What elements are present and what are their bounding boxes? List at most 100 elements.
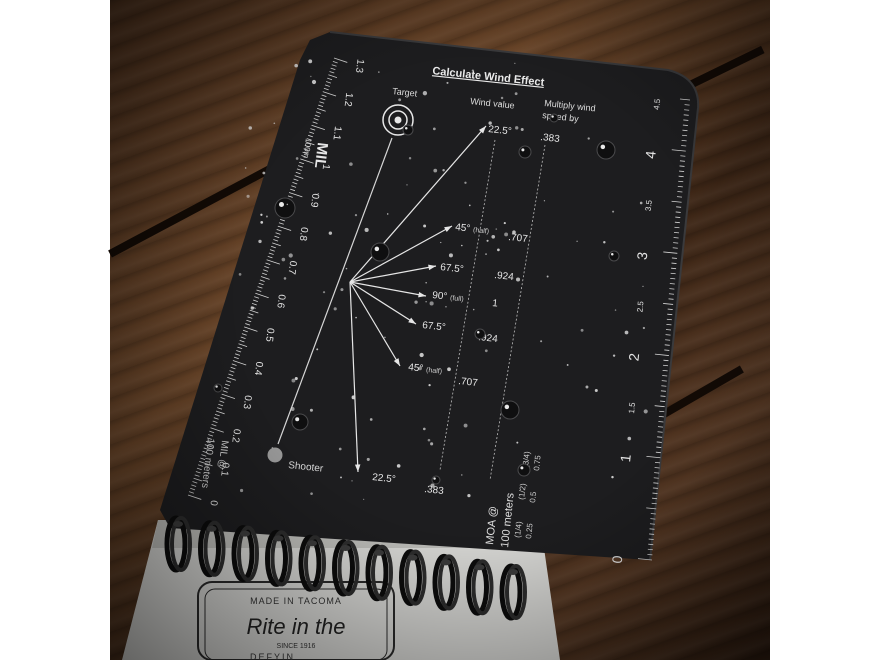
- mil-label: 0.9: [308, 193, 321, 209]
- water-speck: [398, 98, 402, 102]
- water-speck: [422, 91, 428, 96]
- water-speck: [262, 171, 266, 175]
- wind-card: [160, 31, 700, 561]
- water-speck: [445, 305, 447, 308]
- water-speck: [425, 282, 427, 284]
- water-speck: [504, 232, 509, 237]
- water-speck: [642, 285, 644, 288]
- water-speck: [338, 447, 342, 451]
- water-speck: [271, 446, 274, 449]
- water-speck: [423, 224, 427, 228]
- moa-tick: [678, 180, 684, 183]
- moa-tick: [682, 134, 688, 137]
- moa-tick: [683, 119, 689, 121]
- water-speck: [512, 230, 516, 235]
- moa-tick: [656, 446, 662, 448]
- water-speck: [642, 326, 646, 330]
- water-speck: [290, 406, 295, 412]
- moa-tick: [665, 339, 671, 341]
- moa-tick: [654, 467, 660, 469]
- water-speck: [419, 352, 424, 358]
- wind-factor: .707: [458, 376, 479, 389]
- moa-tick: [660, 400, 666, 402]
- water-speck: [258, 239, 262, 244]
- badge-since: SINCE 1916: [277, 643, 316, 650]
- water-speck: [340, 476, 342, 479]
- mil-label: 1.3: [353, 58, 366, 74]
- water-speck: [432, 127, 436, 131]
- moa-tick: [654, 472, 660, 474]
- mil-label: 0.5: [263, 327, 276, 343]
- moa-tick: [665, 329, 672, 331]
- water-speck: [488, 121, 492, 125]
- water-speck: [239, 488, 244, 493]
- moa-tick: [652, 487, 658, 489]
- moa-tick: [673, 237, 679, 239]
- moa-tick: [663, 364, 669, 367]
- water-speck: [499, 103, 501, 105]
- moa-tick: [679, 170, 685, 172]
- moa-fraction-1: (1/4): [513, 521, 524, 539]
- water-speck: [614, 309, 617, 311]
- wind-note: (full): [450, 295, 464, 303]
- moa-tick: [647, 553, 653, 556]
- water-speck: [384, 336, 386, 339]
- water-speck: [461, 244, 463, 247]
- moa-tick: [663, 359, 669, 362]
- water-speck: [540, 340, 543, 343]
- water-speck: [516, 441, 519, 444]
- water-speck: [571, 119, 573, 121]
- water-speck: [515, 126, 519, 130]
- moa-decimal-1: 0.25: [524, 522, 535, 539]
- water-speck: [246, 194, 250, 198]
- moa-tick: [678, 175, 684, 178]
- moa-tick: [675, 211, 681, 213]
- water-drop: [274, 197, 296, 219]
- water-speck: [546, 275, 549, 278]
- moa-tick: [670, 272, 676, 275]
- water-speck: [260, 213, 263, 216]
- moa-tick: [653, 482, 659, 484]
- water-speck: [414, 300, 418, 304]
- mil-label: 0.6: [274, 294, 287, 310]
- moa-fraction-2: (1/2): [517, 483, 528, 501]
- water-speck: [585, 385, 589, 389]
- moa-decimal-2: 0.5: [528, 491, 538, 504]
- water-speck: [468, 204, 471, 207]
- moa-tick: [666, 323, 672, 326]
- water-speck: [463, 423, 468, 428]
- water-speck: [310, 492, 313, 495]
- water-speck: [260, 221, 264, 224]
- moa-tick: [668, 293, 674, 295]
- moa-tick: [667, 308, 673, 310]
- moa-tick: [682, 129, 688, 132]
- moa-tick: [684, 109, 690, 111]
- water-speck: [448, 253, 453, 258]
- mil-label: 0.4: [252, 361, 265, 377]
- moa-tick: [665, 334, 671, 336]
- water-speck: [643, 409, 648, 414]
- water-speck: [310, 75, 312, 78]
- water-speck: [422, 427, 426, 431]
- moa-tick: [653, 477, 659, 479]
- wind-angle: 45°: [455, 222, 471, 235]
- moa-tick: [660, 395, 666, 397]
- moa-tick: [681, 145, 687, 147]
- water-speck: [464, 181, 467, 184]
- moa-tick: [672, 247, 678, 249]
- moa-tick: [674, 226, 680, 229]
- moa-tick: [661, 385, 667, 387]
- moa-tick: [676, 206, 682, 208]
- water-speck: [244, 167, 247, 169]
- moa-tick: [660, 390, 666, 392]
- water-drop: [596, 140, 616, 160]
- water-speck: [624, 330, 629, 335]
- moa-tick: [647, 548, 653, 551]
- water-speck: [433, 168, 438, 173]
- water-speck: [364, 227, 369, 233]
- moa-tick: [681, 139, 687, 142]
- badge-brand: Rite in the: [246, 614, 345, 639]
- water-speck: [611, 475, 614, 479]
- moa-tick: [673, 242, 679, 244]
